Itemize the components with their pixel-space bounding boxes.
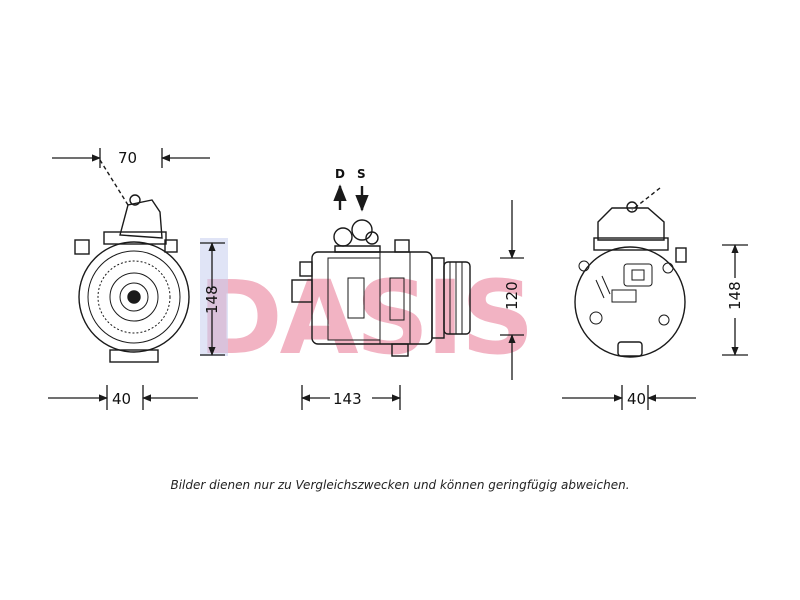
side-port-small-icon xyxy=(365,231,379,245)
port-arrows xyxy=(333,184,369,212)
dim-front-height: 148 xyxy=(203,285,221,314)
front-bolt-icon xyxy=(129,194,141,206)
dim-rear-depth: 40 xyxy=(627,390,646,408)
rear-head xyxy=(597,207,665,241)
rear-foot xyxy=(617,341,643,357)
rear-bolt-icon xyxy=(626,201,638,213)
dim-front-width: 70 xyxy=(118,149,137,167)
port-label-suction: S xyxy=(357,167,366,181)
side-top-lug xyxy=(394,239,410,253)
watermark: DASIS xyxy=(198,238,534,378)
rear-plate xyxy=(623,263,653,287)
side-label-left xyxy=(347,277,365,319)
disclaimer-caption: Bilder dienen nur zu Vergleichszwecken u… xyxy=(170,478,630,492)
side-rear-fitting xyxy=(299,261,313,277)
side-port-discharge-icon xyxy=(333,227,353,247)
dim-rear-height: 148 xyxy=(726,281,744,310)
side-port-suction-icon xyxy=(351,219,373,241)
front-centerline xyxy=(99,159,129,206)
rear-view xyxy=(574,187,687,358)
side-dimensions xyxy=(301,200,524,410)
rear-fitting-right xyxy=(675,247,687,263)
side-manifold xyxy=(334,245,381,253)
side-bottom-lug xyxy=(391,343,409,357)
side-pulley xyxy=(443,261,471,335)
rear-bolt-right-icon xyxy=(658,314,670,326)
front-hub-center xyxy=(127,290,141,304)
front-hub-outer xyxy=(109,272,159,322)
front-pulley-groove xyxy=(97,260,171,334)
front-hub xyxy=(119,282,149,312)
watermark-text: DASIS xyxy=(198,259,531,378)
side-rear-boss xyxy=(291,279,313,303)
front-dimensions xyxy=(48,148,225,410)
rear-body-outer xyxy=(574,246,686,358)
front-view xyxy=(74,159,190,363)
watermark-bar xyxy=(200,238,228,356)
dim-front-depth: 40 xyxy=(112,390,131,408)
front-head xyxy=(119,199,163,239)
front-foot xyxy=(109,349,159,363)
front-pulley-ring xyxy=(87,250,181,344)
dim-side-height: 120 xyxy=(503,281,521,310)
rear-bolt-left-icon xyxy=(589,311,603,325)
rear-flange xyxy=(593,237,669,251)
rear-dimensions xyxy=(562,244,748,410)
rear-valve xyxy=(611,289,637,303)
port-label-discharge: D xyxy=(335,167,345,181)
front-pulley-outer xyxy=(78,241,190,353)
side-label-right xyxy=(389,277,405,321)
dim-side-length: 143 xyxy=(333,390,362,408)
side-view xyxy=(291,219,471,357)
front-fitting-left xyxy=(74,239,90,255)
front-fitting-right xyxy=(164,239,178,253)
rear-centerline xyxy=(631,187,661,211)
front-flange xyxy=(103,231,167,245)
